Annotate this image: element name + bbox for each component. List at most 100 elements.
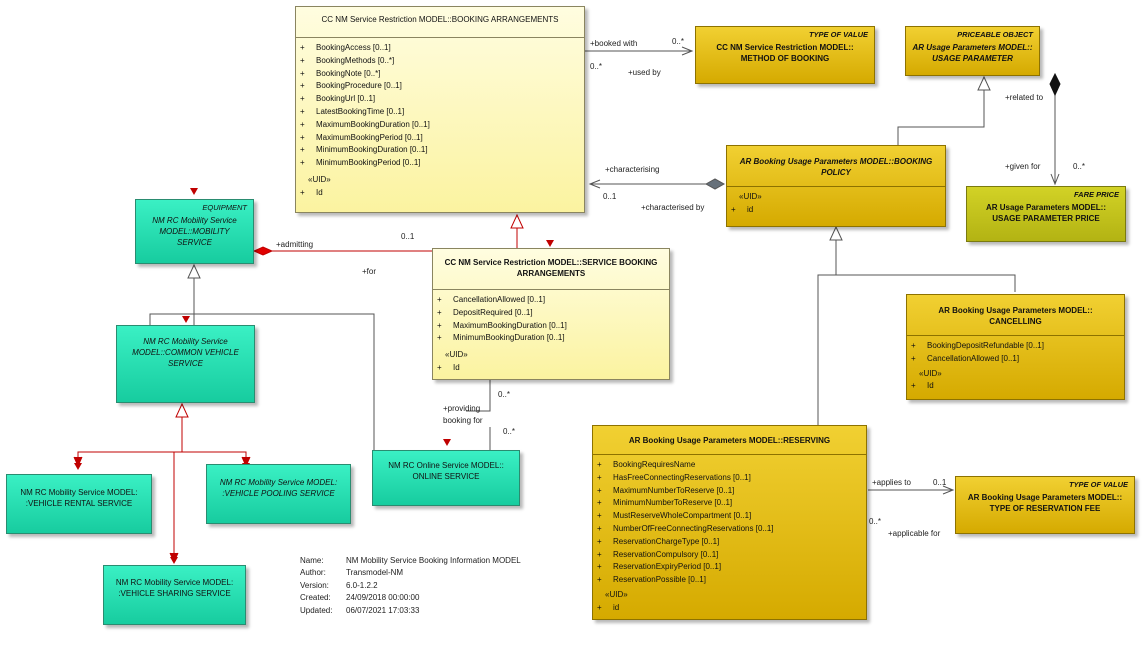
attribute-row: +MinimumBookingDuration [0..1] [300,145,428,155]
role-label: +applicable for [888,529,941,538]
usage-parameter-class[interactable]: PRICEABLE OBJECT AR Usage Parameters MOD… [905,26,1040,76]
role-label: +related to [1005,93,1044,102]
booking-arrangements-class[interactable]: CC NM Service Restriction MODEL::BOOKING… [295,6,585,213]
uid-stereotype: «UID» [308,174,331,184]
attribute-list: +BookingDepositRefundable [0..1] +Cancel… [907,336,1124,395]
attribute-row: +BookingDepositRefundable [0..1] [911,341,1044,350]
link-generalization-online [149,313,375,450]
vehicle-pooling-service-class[interactable]: NM RC Mobility Service MODEL: :VEHICLE P… [206,464,351,524]
online-service-class[interactable]: NM RC Online Service MODEL:: ONLINE SERV… [372,450,520,506]
cancelling-class[interactable]: AR Booking Usage Parameters MODEL:: CANC… [906,294,1125,400]
link-generalization-cancelling [835,240,1016,292]
info-row-author: Author:Transmodel-NM [300,568,404,578]
attribute-list: +CancellationAllowed [0..1] +DepositRequ… [433,290,669,377]
class-title: AR Booking Usage Parameters MODEL:: TYPE… [967,493,1123,513]
multiplicity-label: 0..* [498,390,511,399]
attribute-row: +CancellationAllowed [0..1] [437,295,546,304]
multiplicity-label: 0..1 [603,192,617,201]
attribute-list: +BookingRequiresName +HasFreeConnectingR… [593,455,866,617]
info-row-version: Version:6.0-1.2.2 [300,580,378,590]
attribute-row: +BookingNote [0..*] [300,68,381,78]
attribute-row: +NumberOfFreeConnectingReservations [0..… [597,523,774,533]
class-title: NM RC Mobility Service MODEL::COMMON VEH… [132,337,239,368]
service-booking-arrangements-class[interactable]: CC NM Service Restriction MODEL::SERVICE… [432,248,670,380]
class-title: NM RC Mobility Service MODEL: :VEHICLE S… [115,578,234,598]
attribute-list: «UID» +id [727,187,945,219]
attribute-row: +BookingProcedure [0..1] [300,81,402,91]
class-title: AR Usage Parameters MODEL:: USAGE PARAME… [912,43,1033,63]
attribute-row: +MinimumBookingDuration [0..1] [437,333,565,343]
vehicle-sharing-service-class[interactable]: NM RC Mobility Service MODEL: :VEHICLE S… [103,565,246,625]
attribute-row: +BookingAccess [0..1] [300,43,391,52]
attribute-row: +MustReserveWholeCompartment [0..1] [597,511,752,521]
class-title: NM RC Online Service MODEL:: ONLINE SERV… [388,461,504,481]
class-title: AR Booking Usage Parameters MODEL:: CANC… [938,306,1093,326]
inheritance-arrow [977,75,991,91]
attribute-row: +MaximumNumberToReserve [0..1] [597,485,735,495]
uid-stereotype: «UID» [919,368,942,378]
class-title: NM RC Mobility Service MODEL: :VEHICLE R… [20,488,138,508]
attribute-row: +BookingRequiresName [597,460,696,469]
role-label: +characterised by [641,203,705,212]
uid-stereotype: «UID» [445,350,468,360]
attribute-row: +ReservationExpiryPeriod [0..1] [597,562,722,572]
attribute-row: +ReservationPossible [0..1] [597,575,706,585]
link-generalization-policy [897,105,985,145]
multiplicity-label: 0..* [672,37,685,46]
attribute-row: +MaximumBookingPeriod [0..1] [300,132,423,142]
usage-parameter-price-class[interactable]: FARE PRICE AR Usage Parameters MODEL:: U… [966,186,1126,242]
arrowhead [681,46,694,56]
uid-attribute: +Id [911,381,934,391]
class-title: CC NM Service Restriction MODEL::SERVICE… [444,258,658,278]
common-vehicle-service-class[interactable]: NM RC Mobility Service MODEL::COMMON VEH… [116,325,255,403]
method-of-booking-class[interactable]: TYPE OF VALUE CC NM Service Restriction … [695,26,875,84]
link-providing [466,380,491,412]
class-stereotype: EQUIPMENT [202,203,247,212]
class-title: CC NM Service Restriction MODEL:: METHOD… [716,43,854,63]
class-stereotype: TYPE OF VALUE [808,30,868,39]
uid-attribute: +id [731,204,754,214]
link-generalization-reserving [817,274,836,425]
diagram-info: Name:NM Mobility Service Booking Informa… [300,555,521,617]
attribute-row: +MaximumBookingDuration [0..1] [437,320,567,330]
class-stereotype: TYPE OF VALUE [1068,480,1128,489]
vehicle-rental-service-class[interactable]: NM RC Mobility Service MODEL: :VEHICLE R… [6,474,152,534]
attribute-row: +HasFreeConnectingReservations [0..1] [597,472,751,482]
mobility-service-class[interactable]: EQUIPMENT NM RC Mobility Service MODEL::… [135,199,254,264]
multiplicity-label: 0..* [590,62,603,71]
class-title: NM RC Mobility Service MODEL::MOBILITY S… [152,216,237,247]
role-label: +for [362,267,377,276]
class-title: AR Usage Parameters MODEL:: USAGE PARAME… [985,203,1107,223]
uid-stereotype: «UID» [739,192,762,201]
info-row-created: Created:24/09/2018 00:00:00 [300,593,420,603]
multiplicity-label: 0..* [503,427,516,436]
multiplicity-label: 0..1 [933,478,947,487]
class-title: NM RC Mobility Service MODEL: :VEHICLE P… [219,478,338,498]
role-label: +used by [628,68,661,77]
class-stereotype: FARE PRICE [1073,190,1119,199]
attribute-row: +BookingMethods [0..*] [300,55,395,65]
role-label: +given for [1005,162,1041,171]
class-title: AR Booking Usage Parameters MODEL::RESER… [628,436,831,445]
info-row-updated: Updated:06/07/2021 17:03:33 [300,605,420,615]
class-title: AR Booking Usage Parameters MODEL::BOOKI… [739,157,933,177]
reserving-class[interactable]: AR Booking Usage Parameters MODEL::RESER… [592,425,867,620]
uid-attribute: +id [597,602,620,612]
role-label: +booked with [590,39,638,48]
uid-attribute: +Id [437,362,460,372]
booking-policy-class[interactable]: AR Booking Usage Parameters MODEL::BOOKI… [726,145,946,227]
role-label: booking for [443,416,483,425]
role-label: +characterising [605,165,660,174]
attribute-row: +LatestBookingTime [0..1] [300,106,405,116]
info-row-name: Name:NM Mobility Service Booking Informa… [300,556,521,565]
role-label: +applies to [872,478,911,487]
attribute-row: +MinimumNumberToReserve [0..1] [597,498,733,508]
attribute-list: +BookingAccess [0..1] +BookingMethods [0… [296,38,584,202]
multiplicity-label: 0..1 [401,232,415,241]
class-stereotype: PRICEABLE OBJECT [957,30,1033,39]
arrowhead [588,179,601,189]
multiplicity-label: 0..* [869,517,882,526]
multiplicity-label: 0..* [1073,162,1086,171]
type-of-reservation-fee-class[interactable]: TYPE OF VALUE AR Booking Usage Parameter… [955,476,1135,534]
